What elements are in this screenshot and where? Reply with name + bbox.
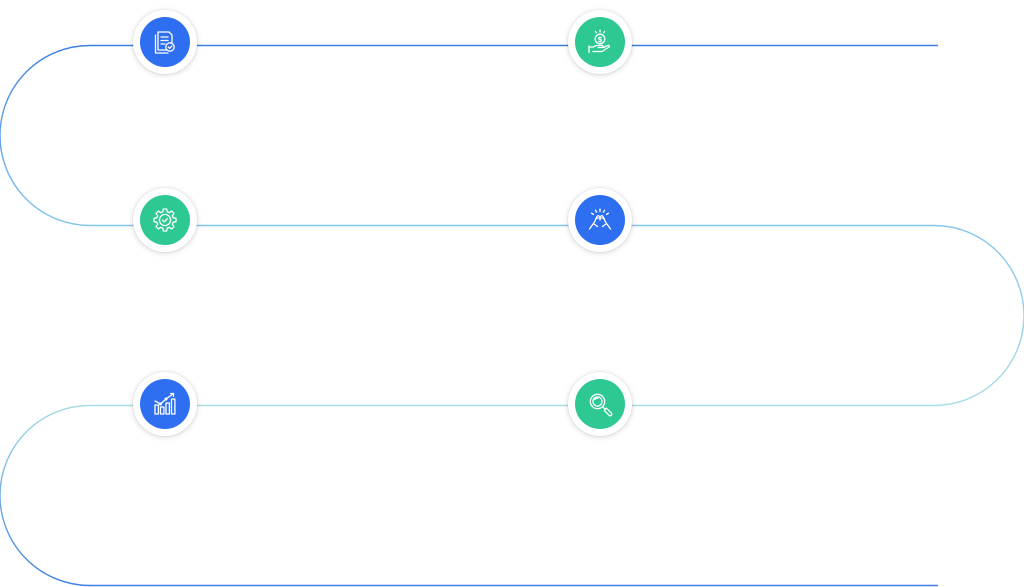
growth-chart-icon (154, 392, 176, 415)
step-node-5 (133, 372, 197, 436)
coin-in-hand-icon: $ (588, 29, 611, 54)
step-2-disc: $ (575, 17, 625, 67)
step-3-disc (140, 195, 190, 245)
step-node-1 (133, 10, 197, 74)
step-5-disc (140, 379, 190, 429)
step-1-disc (140, 17, 190, 67)
connector-left-upper-curve (0, 44, 91, 227)
step-6-disc (575, 379, 625, 429)
connector-left-lower-curve (0, 404, 91, 587)
step-node-4 (568, 188, 632, 252)
step-node-2: $ (568, 10, 632, 74)
step-node-3 (133, 188, 197, 252)
checklist-document-icon (154, 31, 175, 54)
step-4-disc (575, 195, 625, 245)
handshake-icon (588, 208, 612, 230)
magnifier-icon (589, 393, 613, 417)
gear-check-icon (153, 208, 177, 232)
connector-right-curve (933, 224, 1024, 407)
step-node-6 (568, 372, 632, 436)
svg-text:$: $ (597, 35, 602, 44)
